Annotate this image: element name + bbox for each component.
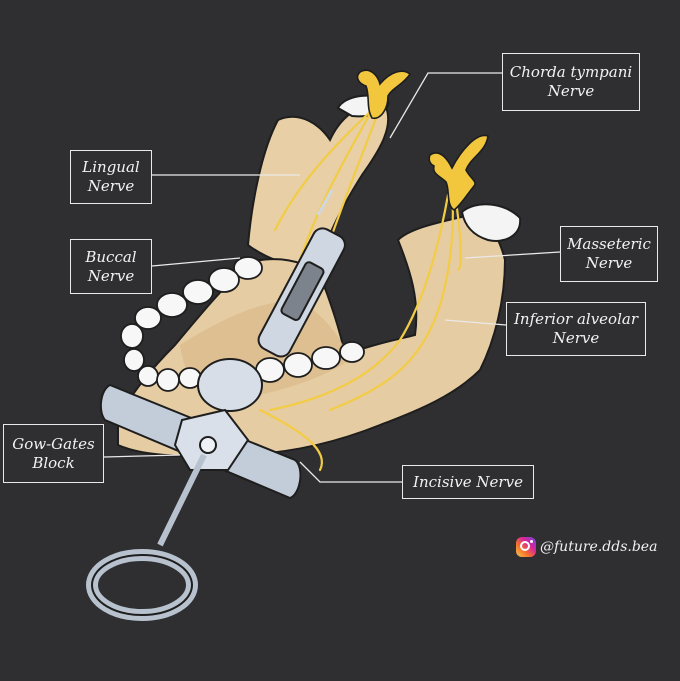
syringe [86, 189, 346, 621]
lingual-nerve-label: Lingual Nerve [70, 150, 152, 204]
instagram-icon [516, 537, 536, 557]
gow-gates-label-line1: Gow-Gates [12, 434, 95, 453]
lingual-label-line2: Nerve [87, 177, 135, 195]
nerve-roots [356, 69, 489, 211]
buccal-label-line2: Nerve [87, 266, 135, 285]
masseteric-label-line2: Nerve [585, 254, 633, 272]
inferior-alveolar-nerve-label: Inferior alveolar Nerve [506, 302, 646, 356]
lower-teeth [255, 341, 365, 383]
masseteric-label-line1: Masseteric [567, 235, 651, 253]
leader-lines [103, 72, 561, 483]
gow-gates-block-label: Gow-Gates Block [3, 424, 104, 483]
nerve-paths [258, 103, 462, 472]
chorda-label-line2: Nerve [547, 82, 595, 100]
incisive-nerve-label: Incisive Nerve [402, 465, 534, 499]
credit-handle: @future.dds.bea [540, 539, 658, 555]
incisive-label-line1: Incisive Nerve [413, 472, 523, 491]
instagram-credit[interactable]: @future.dds.bea [516, 536, 657, 558]
chorda-label-line1: Chorda tympani [509, 63, 633, 81]
buccal-label-line1: Buccal [85, 247, 137, 266]
upper-teeth [120, 256, 263, 392]
inferior-alveolar-label-line2: Nerve [552, 329, 600, 347]
gow-gates-label-line2: Block [32, 453, 75, 472]
lingual-label-line1: Lingual [82, 158, 140, 176]
buccal-nerve-label: Buccal Nerve [70, 239, 152, 294]
masseteric-nerve-label: Masseteric Nerve [560, 226, 658, 282]
chorda-tympani-label: Chorda tympani Nerve [502, 53, 640, 111]
inferior-alveolar-label-line1: Inferior alveolar [514, 310, 638, 328]
near-condyle [460, 203, 522, 242]
